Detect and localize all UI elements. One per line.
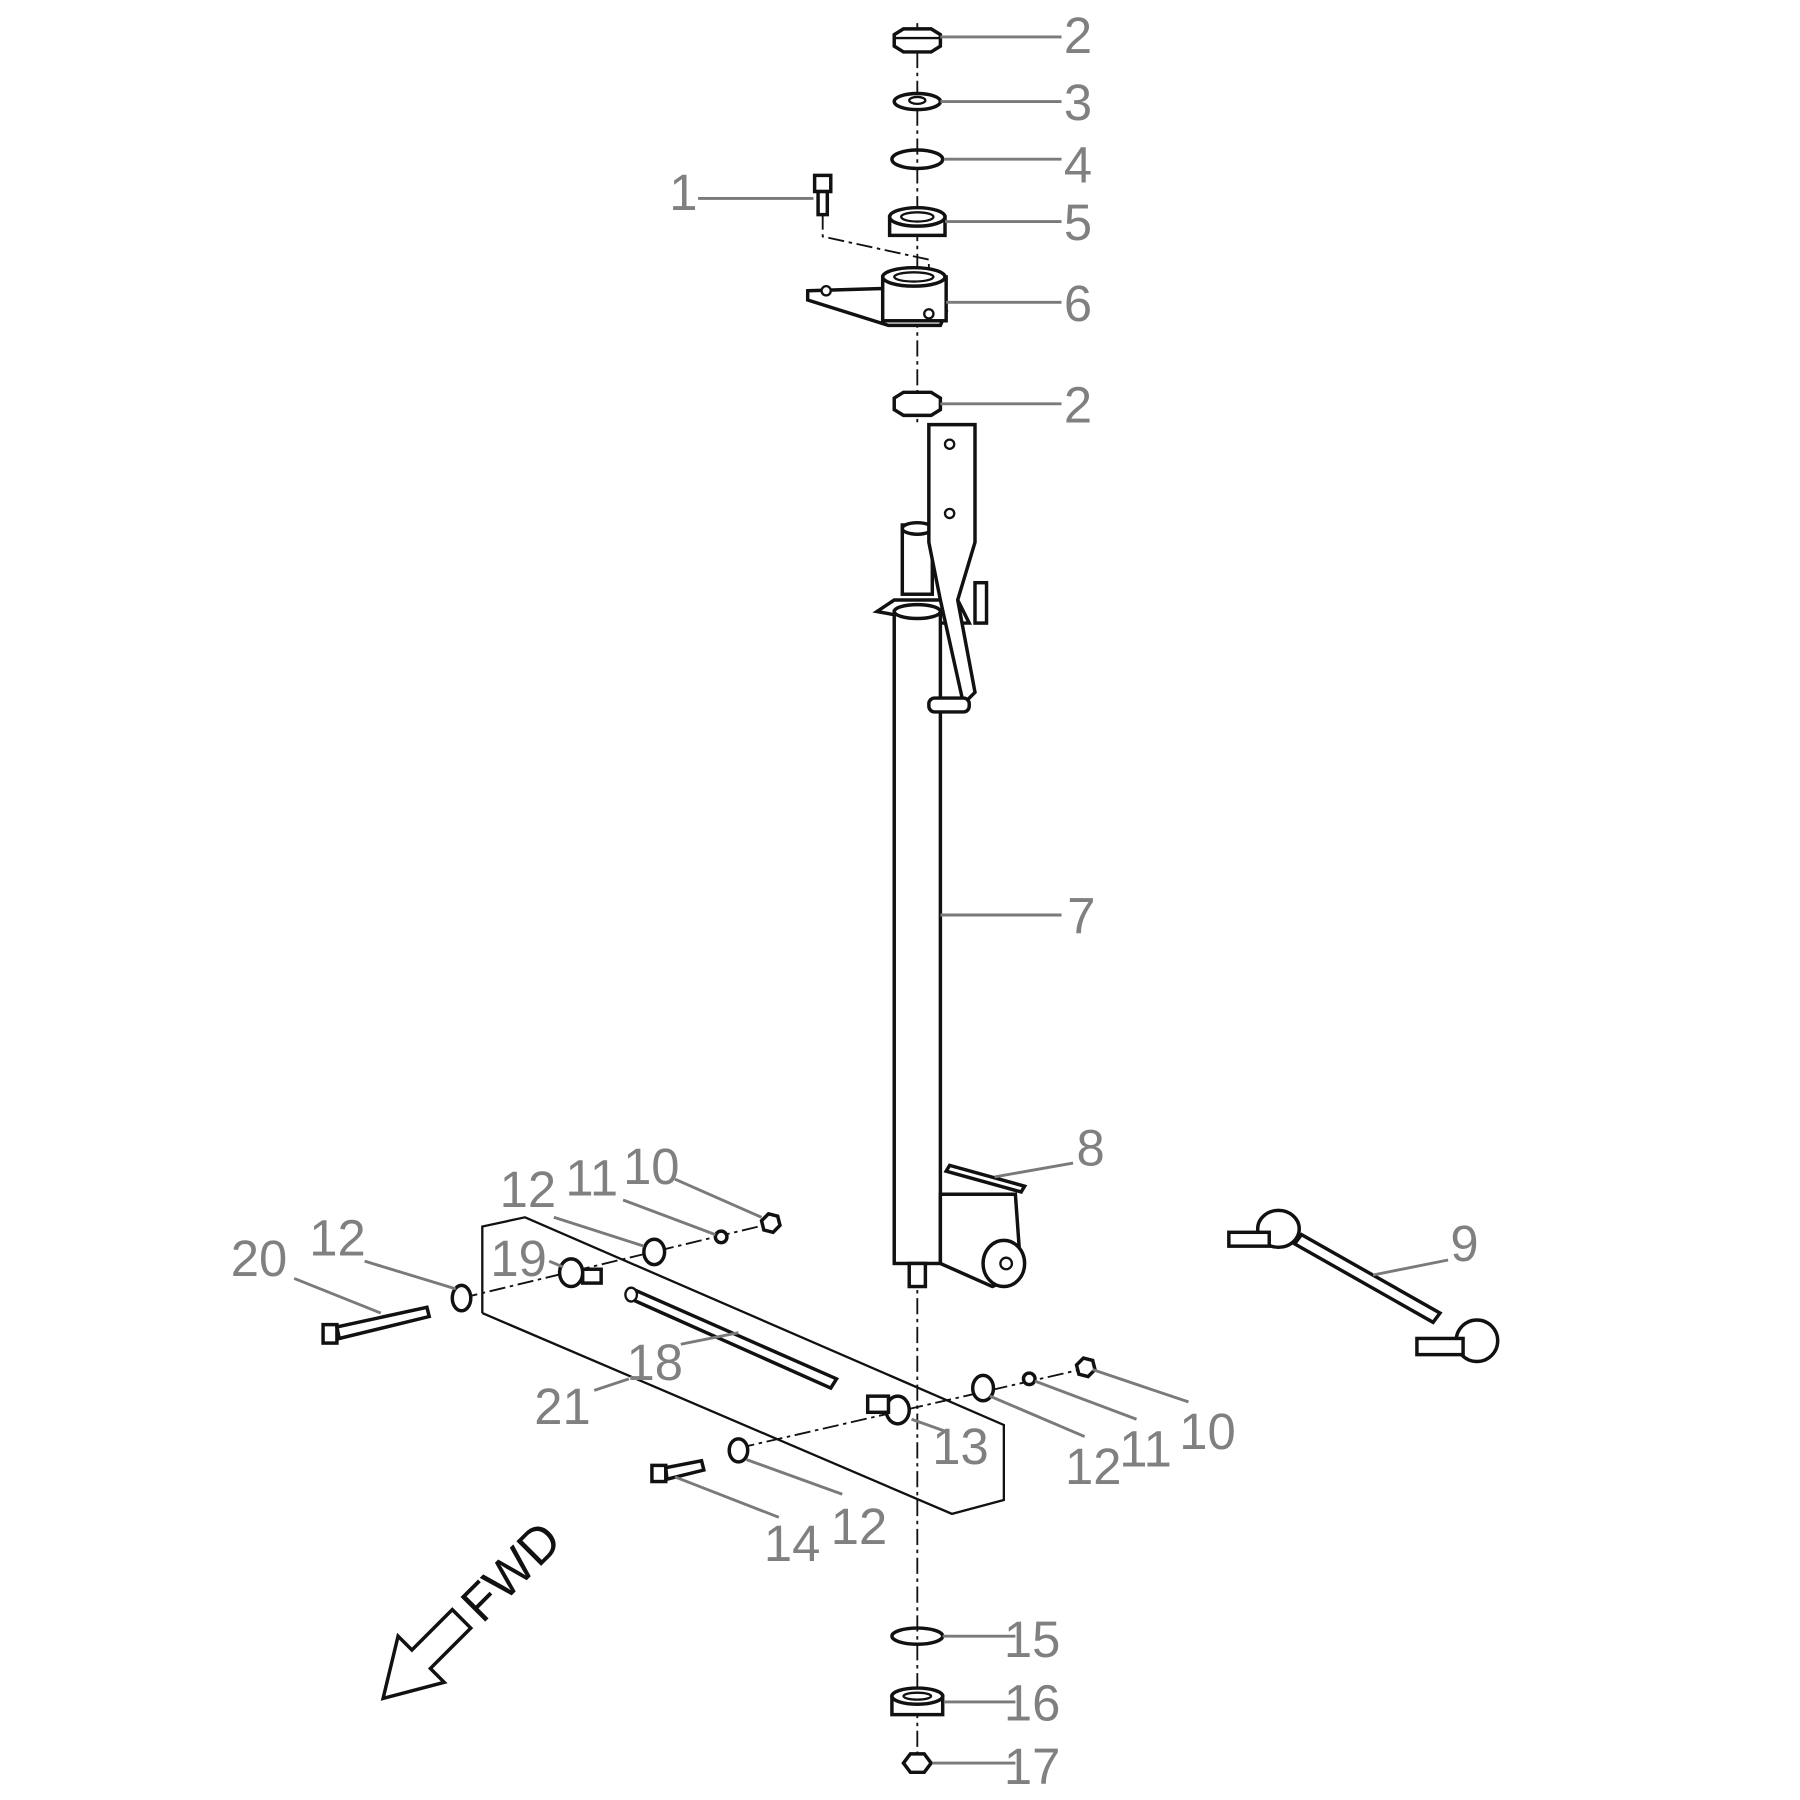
callout-12: 12 (1065, 1438, 1121, 1495)
callout-7: 7 (1067, 887, 1095, 944)
part-tie-rod-9 (1227, 1208, 1500, 1364)
part-washer-3 (892, 91, 943, 112)
part-nut-2-top (892, 27, 943, 54)
part-bearing-housing-6 (805, 265, 949, 328)
callout-2: 2 (1064, 7, 1092, 64)
callout-8: 8 (1077, 1119, 1105, 1176)
part-shaft-18 (624, 1286, 840, 1391)
part-bearing-5 (887, 205, 947, 238)
callout-10: 10 (1179, 1403, 1235, 1460)
callout-10: 10 (623, 1138, 679, 1195)
part-ball-joints-13-19 (557, 1257, 911, 1426)
fwd-label: FWD (450, 1510, 572, 1632)
callout-13: 13 (932, 1418, 988, 1475)
callout-14: 14 (764, 1515, 820, 1572)
callout-18: 18 (627, 1334, 683, 1391)
callout-1: 1 (669, 164, 697, 221)
callout-6: 6 (1064, 275, 1092, 332)
callout-12: 12 (309, 1209, 365, 1266)
part-nut-17 (901, 1752, 934, 1775)
part-steering-shaft-7 (872, 422, 1027, 1289)
callout-4: 4 (1064, 136, 1092, 193)
callout-labels: 2 3 4 5 6 1 2 7 8 9 10 11 12 19 12 20 18… (231, 7, 1479, 1795)
callout-2: 2 (1064, 376, 1092, 433)
callout-12: 12 (500, 1161, 556, 1218)
callout-3: 3 (1064, 74, 1092, 131)
callout-12: 12 (831, 1498, 887, 1555)
callout-16: 16 (1004, 1674, 1060, 1731)
part-washers-12 (450, 1237, 996, 1464)
part-snap-ring-4 (890, 148, 945, 171)
callout-11: 11 (1119, 1421, 1172, 1478)
leader-lines (293, 35, 1449, 1765)
part-reference-box-21 (481, 1216, 1005, 1516)
callout-9: 9 (1450, 1215, 1478, 1272)
callout-11: 11 (565, 1149, 618, 1206)
callout-15: 15 (1004, 1611, 1060, 1668)
callout-5: 5 (1064, 194, 1092, 251)
callout-19: 19 (490, 1230, 546, 1287)
part-bolt-1 (812, 173, 833, 217)
callout-21: 21 (534, 1378, 590, 1435)
part-bolt-20 (321, 1305, 432, 1345)
forward-direction-indicator: FWD (380, 1510, 572, 1701)
part-bolt-14 (650, 1458, 706, 1484)
part-nut-2-lower (892, 390, 943, 418)
callout-17: 17 (1004, 1738, 1060, 1795)
callout-20: 20 (231, 1230, 287, 1287)
centerlines (461, 23, 1091, 1766)
part-bearing-16 (890, 1686, 945, 1717)
forward-arrow-icon (380, 1607, 474, 1701)
part-key-8 (943, 1163, 1028, 1194)
